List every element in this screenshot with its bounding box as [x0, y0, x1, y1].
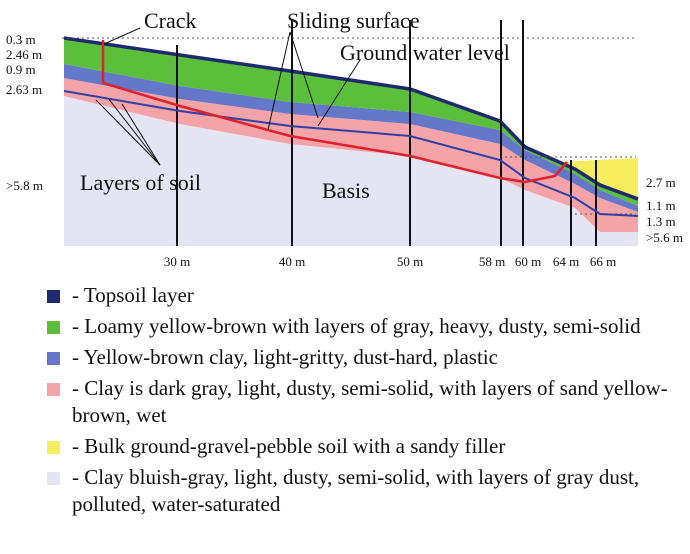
right-depth-label: 2.7 m	[646, 175, 676, 190]
crack-label: Crack	[144, 8, 197, 33]
legend-item: - Clay bluish-gray, light, dusty, semi-s…	[44, 464, 684, 518]
sliding-surface-label: Sliding surface	[287, 8, 420, 33]
left-depth-label: 2.63 m	[6, 82, 42, 97]
legend-item: - Clay is dark gray, light, dusty, semi-…	[44, 375, 684, 429]
legend-swatch	[47, 472, 60, 485]
legend-text: - Clay is dark gray, light, dusty, semi-…	[72, 376, 668, 427]
basis-layer	[64, 96, 638, 246]
sliding-surface-line	[101, 40, 568, 184]
distance-tick-label: 66 m	[590, 254, 616, 269]
legend-item: - Yellow-brown clay, light-gritty, dust-…	[44, 344, 684, 371]
legend-text: - Clay bluish-gray, light, dusty, semi-s…	[72, 465, 640, 516]
legend-swatch	[47, 383, 60, 396]
legend-text: - Loamy yellow-brown with layers of gray…	[72, 314, 641, 338]
legend-swatch	[47, 441, 60, 454]
distance-tick-label: 58 m	[479, 254, 505, 269]
legend-text: - Yellow-brown clay, light-gritty, dust-…	[72, 345, 498, 369]
annotation-arrows	[95, 27, 361, 166]
right-depth-label: 1.3 m	[646, 214, 676, 229]
right-depth-label: >5.6 m	[646, 230, 683, 245]
right-depth-label: 1.1 m	[646, 198, 676, 213]
legend-text: - Bulk ground-gravel-pebble soil with a …	[72, 434, 506, 458]
left-depth-label: >5.8 m	[6, 178, 43, 193]
legend-text: - Topsoil layer	[72, 283, 194, 307]
basis-label: Basis	[322, 178, 370, 203]
ground-water-level-label: Ground water level	[340, 40, 510, 65]
distance-tick-label: 60 m	[515, 254, 541, 269]
distance-tick-label: 50 m	[397, 254, 423, 269]
distance-tick-label: 64 m	[553, 254, 579, 269]
blue-clay-layer	[64, 64, 638, 212]
geological-cross-section: Crack Sliding surface Ground water level…	[6, 8, 683, 269]
loamy-layer	[64, 39, 638, 206]
layers-of-soil-label: Layers of soil	[80, 170, 201, 195]
left-depth-label: 2.46 m	[6, 47, 42, 62]
legend: - Topsoil layer - Loamy yellow-brown wit…	[44, 282, 684, 522]
pink-clay-layer	[64, 78, 638, 232]
legend-item: - Topsoil layer	[44, 282, 684, 309]
distance-lines	[176, 20, 597, 246]
legend-swatch	[47, 321, 60, 334]
legend-item: - Bulk ground-gravel-pebble soil with a …	[44, 433, 684, 460]
legend-item: - Loamy yellow-brown with layers of gray…	[44, 313, 684, 340]
legend-swatch	[47, 352, 60, 365]
legend-swatch	[47, 290, 60, 303]
distance-tick-label: 40 m	[279, 254, 305, 269]
left-depth-label: 0.9 m	[6, 62, 36, 77]
left-depth-label: 0.3 m	[6, 32, 36, 47]
distance-tick-label: 30 m	[164, 254, 190, 269]
